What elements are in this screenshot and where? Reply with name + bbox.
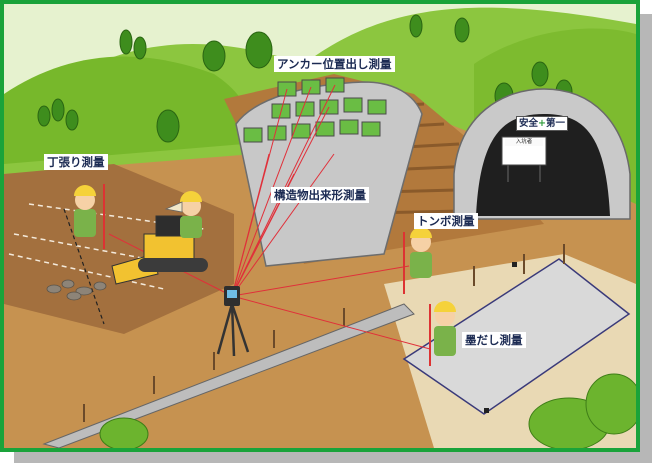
survey-scene [4, 4, 636, 448]
rock [93, 281, 107, 291]
survey-line [231, 295, 431, 350]
tree [454, 17, 470, 43]
total-station [216, 286, 250, 357]
instrument-screen [227, 290, 237, 298]
bushes [99, 373, 636, 448]
workers [74, 184, 456, 366]
notice-board-text: 入坑者 [505, 139, 543, 146]
anchor-block [343, 97, 363, 113]
sign-plus-icon: + [538, 118, 546, 129]
anchor-block [243, 127, 263, 143]
label-ink-marking-survey: 墨だし測量 [462, 332, 526, 348]
u-ditch [42, 303, 415, 448]
worker-dozer [164, 191, 202, 238]
label-anchor-survey: アンカー位置出し測量 [274, 56, 395, 72]
tree [156, 109, 180, 143]
anchor-block [367, 99, 387, 115]
bush [99, 417, 149, 448]
illustration-frame: アンカー位置出し測量 丁張り測量 構造物出来形測量 トンボ測量 墨だし測量 安全… [0, 0, 640, 452]
tree [119, 29, 133, 55]
helmet [410, 227, 432, 238]
label-dragonfly-survey: トンボ測量 [414, 213, 478, 229]
dozer-cab [155, 215, 183, 237]
tree [65, 109, 79, 131]
helmet [180, 191, 202, 202]
tree [531, 61, 549, 87]
label-layout-stake-survey: 丁張り測量 [44, 154, 108, 170]
anchor-block [291, 123, 311, 139]
tripod-leg [230, 303, 236, 357]
anchor-block [339, 119, 359, 135]
rock-pile [46, 279, 107, 301]
rock [61, 279, 75, 289]
anchor-block [315, 121, 335, 137]
rock [46, 284, 62, 294]
worker-marking [429, 301, 456, 366]
tree [51, 98, 65, 122]
mark-point [484, 408, 489, 413]
worker-body [434, 326, 456, 356]
helmet [434, 301, 456, 312]
anchor-block [361, 121, 381, 137]
survey-line [231, 265, 410, 297]
tree [409, 14, 423, 38]
dozer-track [138, 258, 208, 272]
survey-line [231, 153, 270, 297]
bulldozer [111, 215, 208, 285]
worker-body [410, 252, 432, 278]
tree [37, 105, 51, 127]
stakes [83, 244, 565, 422]
worker-body [74, 209, 96, 237]
worker-body [180, 216, 202, 238]
anchor-blocks [243, 77, 387, 143]
mark-point [512, 262, 517, 267]
worker-tonbo [403, 227, 432, 294]
sign-left-text: 安全 [519, 118, 539, 129]
label-structure-survey: 構造物出来形測量 [271, 187, 369, 203]
tunnel-safety-sign: 安全+第一 [516, 116, 568, 131]
tree [133, 36, 147, 60]
dozer-body [143, 233, 195, 263]
tripod-leg [230, 303, 250, 353]
helmet [74, 185, 96, 196]
tree [202, 40, 226, 72]
centerline [63, 208, 105, 325]
rock [66, 291, 82, 301]
left-hill [4, 56, 248, 164]
drawing-sheet [164, 201, 183, 213]
tree [245, 31, 273, 69]
trees [37, 14, 573, 143]
rock [75, 286, 93, 296]
survey-line [231, 153, 335, 297]
worker-stake [74, 184, 105, 249]
sign-right-text: 第一 [545, 118, 565, 129]
bush [585, 373, 636, 435]
tripod-leg [216, 303, 234, 355]
